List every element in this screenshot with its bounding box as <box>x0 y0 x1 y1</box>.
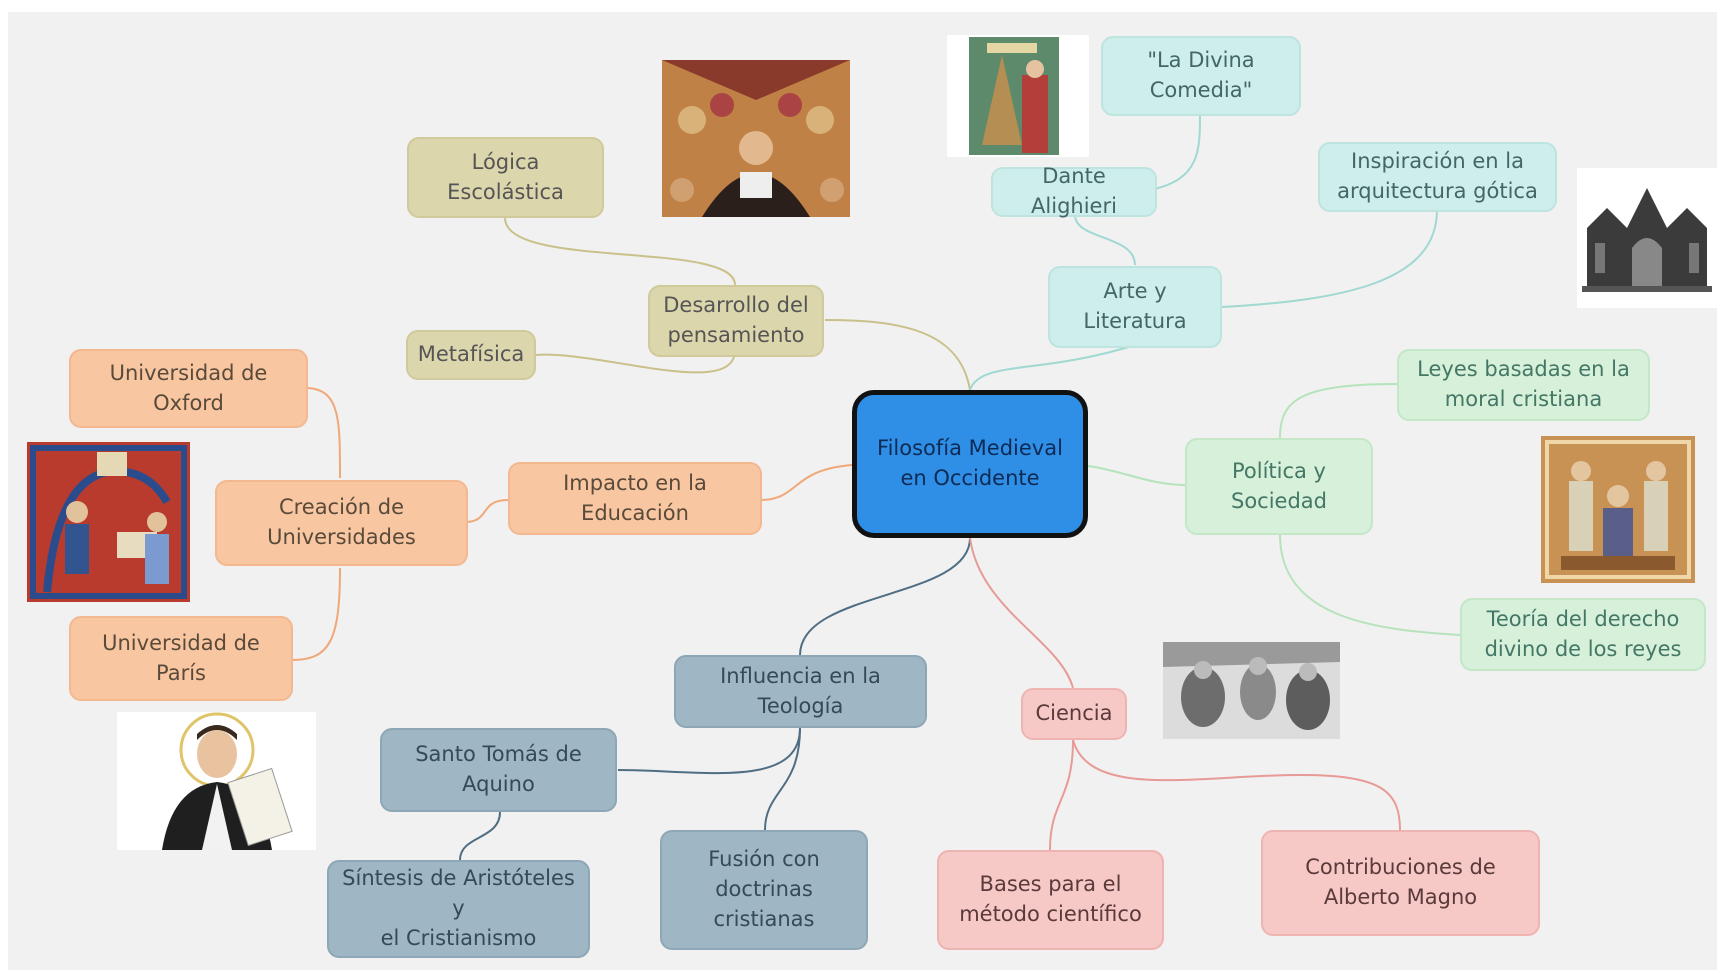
link-desarrollo-metafisica <box>534 349 736 374</box>
saint-icon <box>117 712 316 850</box>
node-arte-literatura[interactable]: Arte y Literatura <box>1048 266 1222 348</box>
node-creacion-universidades[interactable]: Creación de Universidades <box>215 480 468 566</box>
node-dante-alighieri[interactable]: Dante Alighieri <box>991 164 1157 218</box>
link-center-educacion <box>759 464 853 501</box>
central-topic[interactable]: Filosofía Medieval en Occidente <box>852 390 1088 538</box>
node-metafisica[interactable]: Metafísica <box>406 330 536 380</box>
link-arte-gotica <box>1221 209 1438 308</box>
link-center-desarrollo <box>824 319 971 391</box>
node-politica-sociedad[interactable]: Política y Sociedad <box>1185 438 1373 535</box>
node-universidad-paris[interactable]: Universidad de París <box>69 616 293 701</box>
node-ciencia[interactable]: Ciencia <box>1021 688 1127 740</box>
node-bases-metodo-cientifico[interactable]: Bases para el método científico <box>937 850 1164 950</box>
link-educacion-universidades <box>467 499 509 523</box>
link-politica-derecho <box>1279 534 1461 636</box>
node-arquitectura-gotica[interactable]: Inspiración en la arquitectura gótica <box>1318 142 1557 212</box>
link-center-teologia <box>799 537 971 656</box>
link-center-arte <box>969 344 1136 391</box>
cathedral-icon <box>1577 168 1717 308</box>
node-desarrollo-pensamiento[interactable]: Desarrollo del pensamiento <box>648 285 824 357</box>
link-ciencia-alberto <box>1072 739 1401 831</box>
link-ciencia-bases <box>1049 739 1074 851</box>
node-fusion-doctrinas[interactable]: Fusión con doctrinas cristianas <box>660 830 868 950</box>
link-center-ciencia <box>969 537 1074 689</box>
link-dante-divina <box>1149 114 1201 191</box>
node-contribuciones-alberto-magno[interactable]: Contribuciones de Alberto Magno <box>1261 830 1540 936</box>
link-desarrollo-logica <box>504 217 736 286</box>
link-tomas-sintesis <box>459 811 501 861</box>
link-teologia-tomas <box>617 727 801 775</box>
link-teologia-fusion <box>764 727 801 831</box>
link-universidades-oxford <box>307 387 341 479</box>
node-universidad-oxford[interactable]: Universidad de Oxford <box>69 349 308 428</box>
painting-icon <box>662 60 850 217</box>
link-politica-leyes <box>1279 383 1398 439</box>
link-universidades-paris <box>291 567 341 661</box>
manuscript-icon <box>27 442 190 602</box>
book-cover-icon <box>947 35 1089 157</box>
link-arte-dante <box>1074 214 1136 266</box>
node-sintesis-aristoteles[interactable]: Síntesis de Aristóteles y el Cristianism… <box>327 860 590 958</box>
engraving-icon <box>1163 642 1340 739</box>
node-santo-tomas-aquino[interactable]: Santo Tomás de Aquino <box>380 728 617 812</box>
node-impacto-educacion[interactable]: Impacto en la Educación <box>508 462 762 535</box>
node-derecho-divino[interactable]: Teoría del derecho divino de los reyes <box>1460 598 1706 671</box>
node-logica-escolastica[interactable]: Lógica Escolástica <box>407 137 604 218</box>
node-leyes-moral-cristiana[interactable]: Leyes basadas en la moral cristiana <box>1397 349 1650 421</box>
royal-court-icon <box>1541 436 1695 583</box>
node-divina-comedia[interactable]: "La Divina Comedia" <box>1101 36 1301 116</box>
link-center-politica <box>1087 465 1186 486</box>
node-influencia-teologia[interactable]: Influencia en la Teología <box>674 655 927 728</box>
